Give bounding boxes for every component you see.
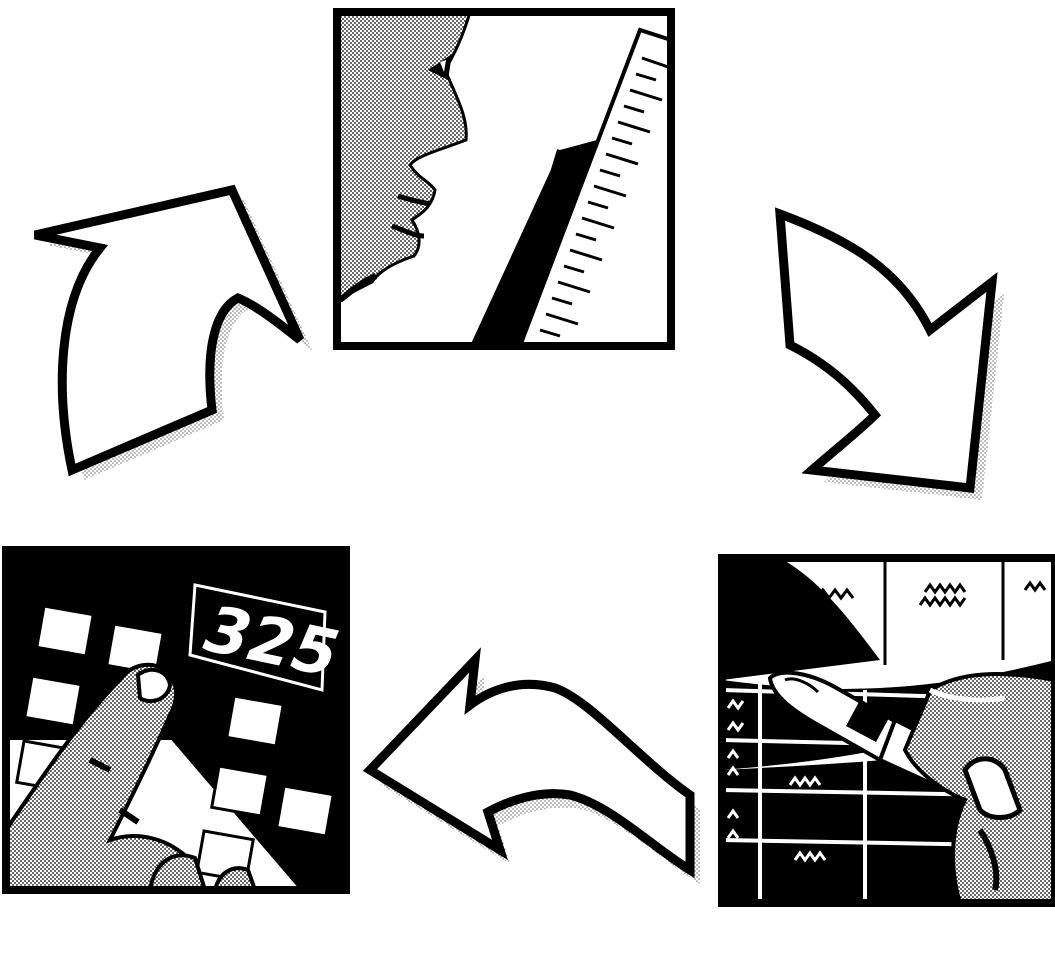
face-and-ruler-icon (337, 12, 671, 346)
pen-on-table-icon (722, 558, 1055, 903)
calculator-icon: 325 (6, 550, 346, 890)
curved-arrow-down-right-icon (780, 214, 1004, 500)
curved-arrow-left-icon (370, 660, 700, 884)
curved-arrow-up-right-icon (35, 190, 312, 480)
